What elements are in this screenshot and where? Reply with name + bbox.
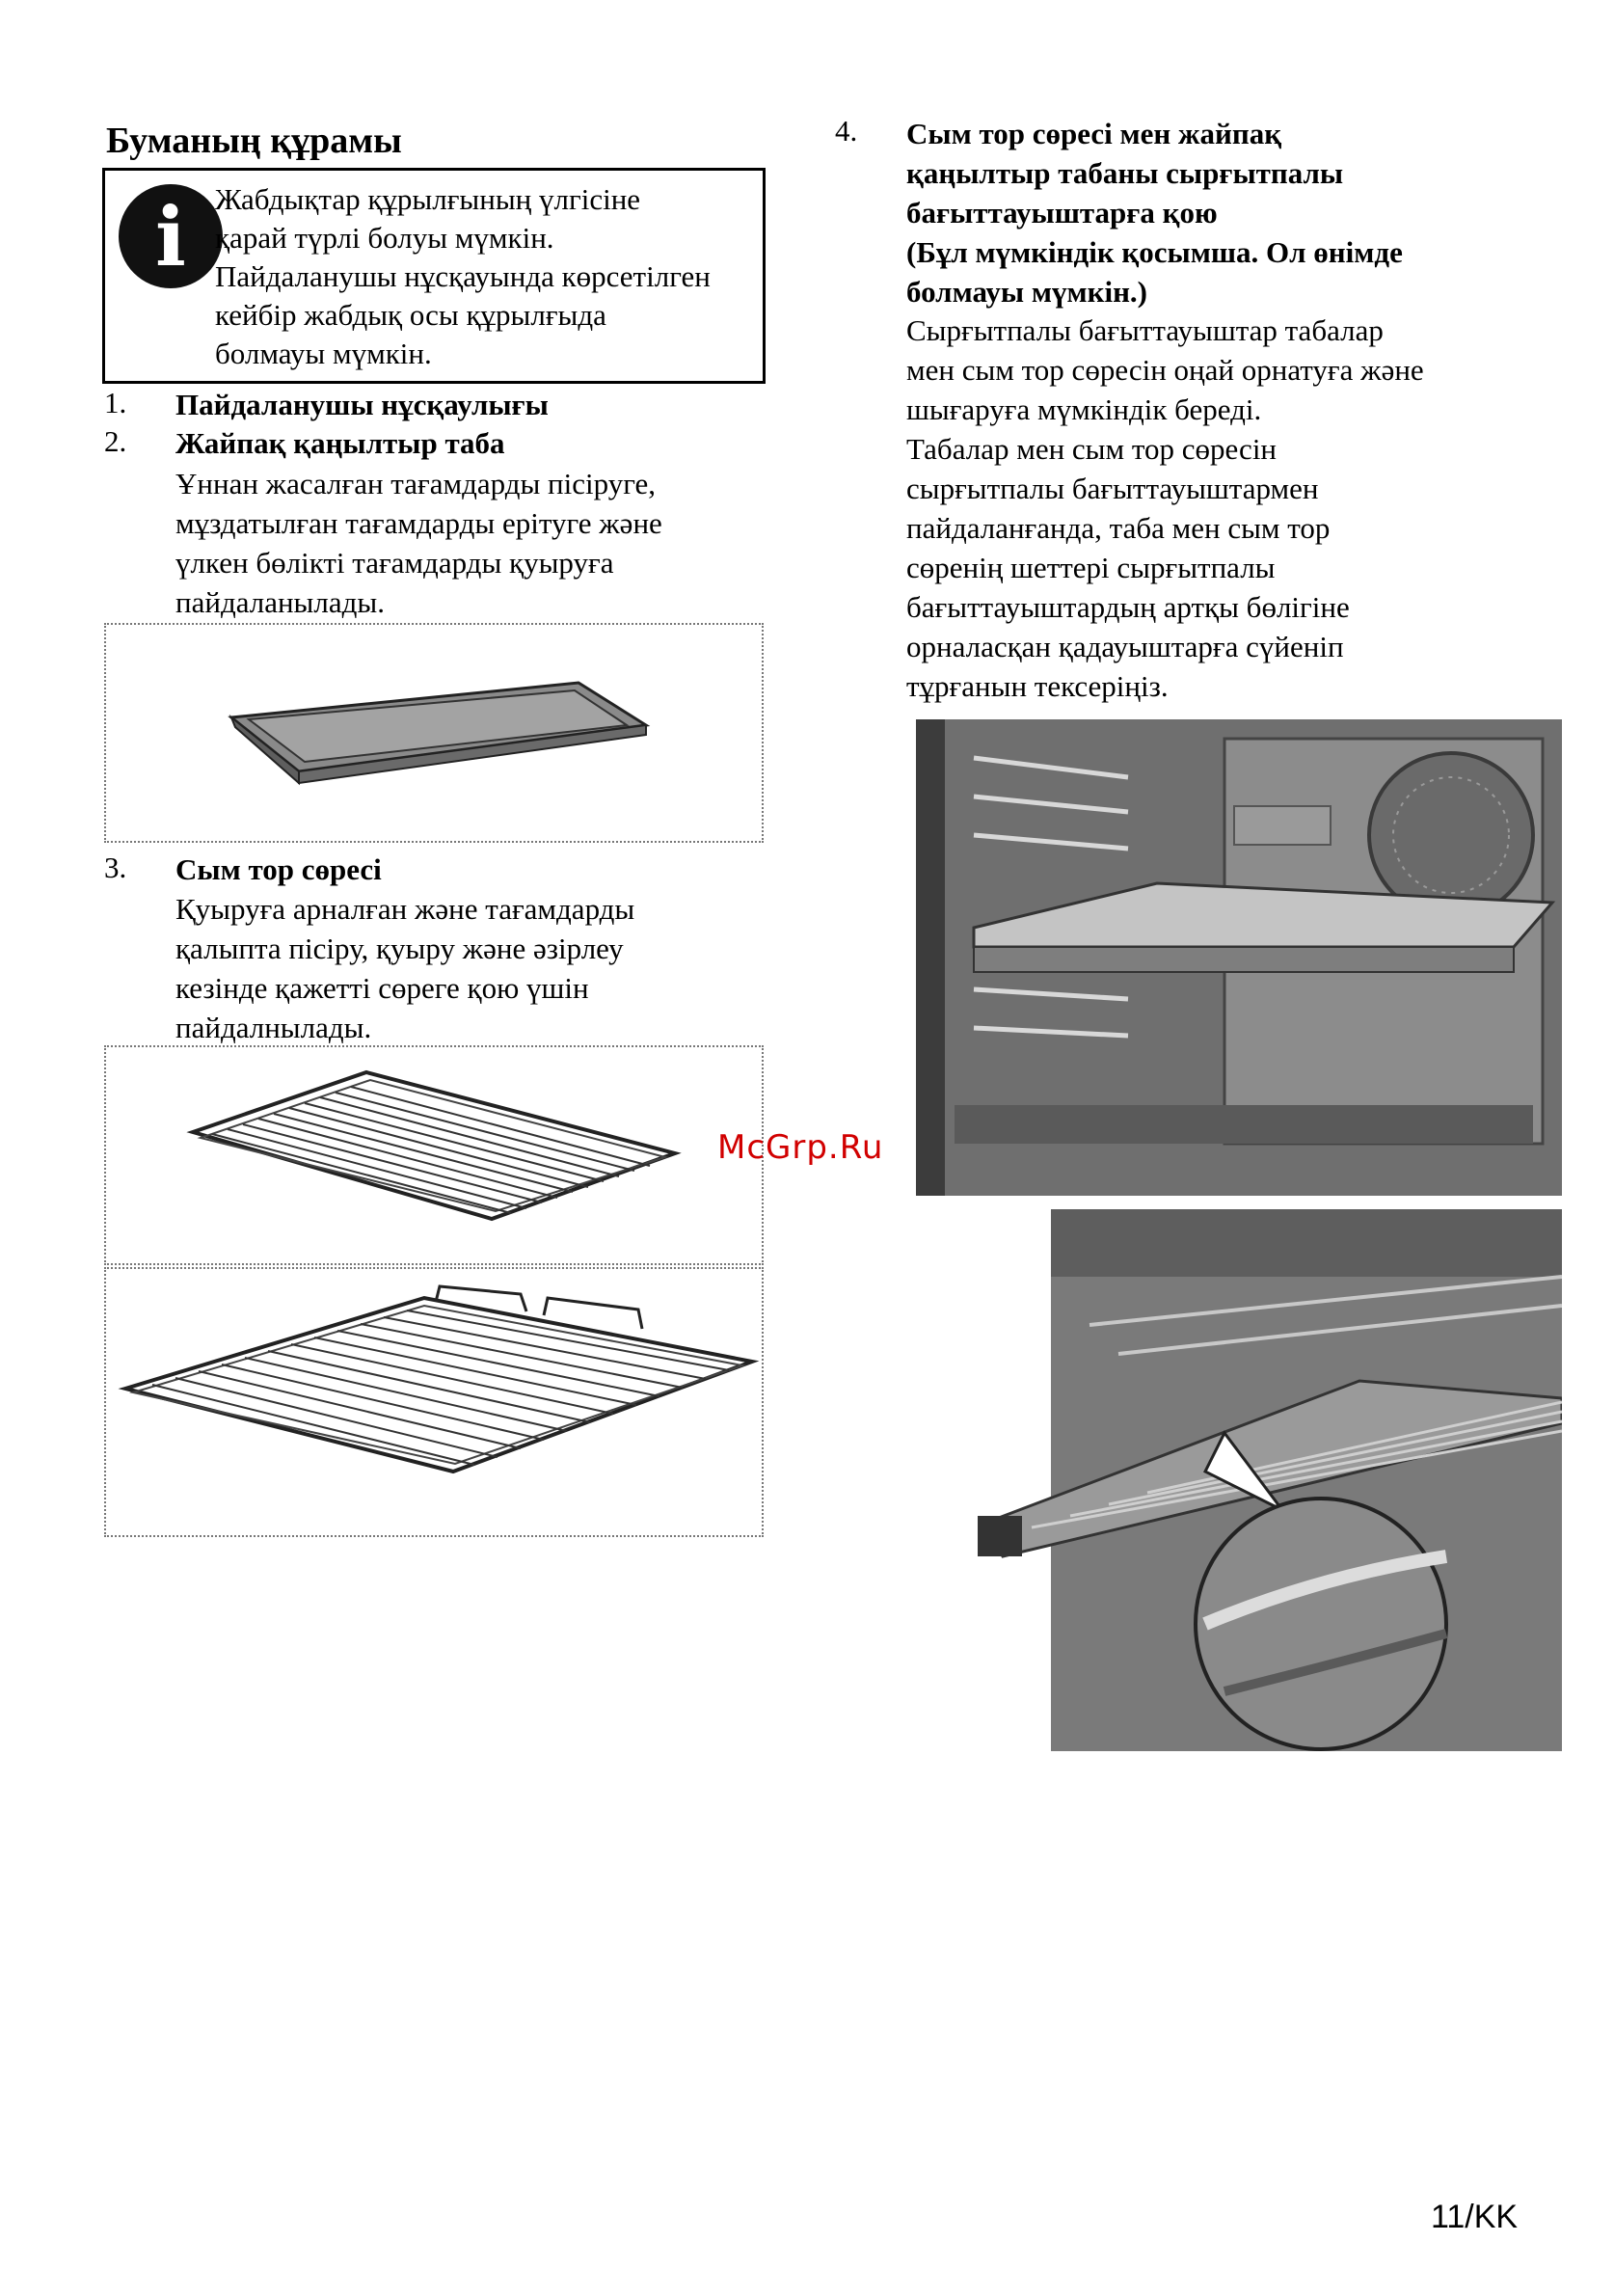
baking-tray-figure	[104, 623, 764, 843]
baking-tray-illustration	[228, 681, 651, 786]
page-number: 11/KK	[1431, 2199, 1519, 2235]
watermark: McGrp.Ru	[717, 1128, 884, 1167]
section-title: Буманың құрамы	[106, 121, 402, 161]
note-line: қарай түрлі болуы мүмкін.	[215, 221, 554, 255]
note-line: Жабдықтар құрылғының үлгісіне	[215, 182, 641, 216]
item-title: Сым тор сөресі мен жайпақ қаңылтыр табан…	[906, 117, 1403, 309]
oven-telescopic-rack-photo	[906, 1209, 1562, 1751]
note-line: кейбір жабдық осы құрылғыда	[215, 298, 606, 332]
item-description: Қуыруға арналған және тағамдарды қалыпта…	[175, 892, 635, 1044]
item-title: Пайдаланушы нұсқаулығы	[175, 388, 549, 421]
note-line: Пайдаланушы нұсқауында көрсетілген	[215, 259, 711, 293]
note-line: болмауы мүмкін.	[215, 337, 432, 370]
item-number: 4.	[835, 114, 858, 148]
item-title: Сым тор сөресі	[175, 852, 382, 886]
wire-rack-figure	[104, 1045, 764, 1265]
oven-telescopic-tray-photo	[916, 719, 1562, 1196]
oven-interior-illustration	[916, 719, 1562, 1196]
info-icon: i	[119, 184, 223, 288]
note-text: Жабдықтар құрылғының үлгісіне қарай түрл…	[215, 180, 765, 373]
wire-rack-illustration	[186, 1069, 682, 1222]
item-number: 3.	[104, 851, 127, 884]
wire-rack-stops-illustration	[118, 1284, 760, 1474]
rack-rail-detail-illustration	[906, 1209, 1562, 1751]
wire-rack-stops-figure	[104, 1267, 764, 1537]
item-description: Сырғытпалы бағыттауыштар табалар мен сым…	[906, 313, 1424, 703]
note-box: i Жабдықтар құрылғының үлгісіне қарай тү…	[102, 168, 766, 384]
item-description: Ұннан жасалған тағамдарды пісіруге, мұзд…	[175, 467, 662, 619]
item-title: Жайпақ қаңылтыр таба	[175, 426, 505, 460]
item-number: 2.	[104, 424, 127, 458]
item-number: 1.	[104, 386, 127, 419]
